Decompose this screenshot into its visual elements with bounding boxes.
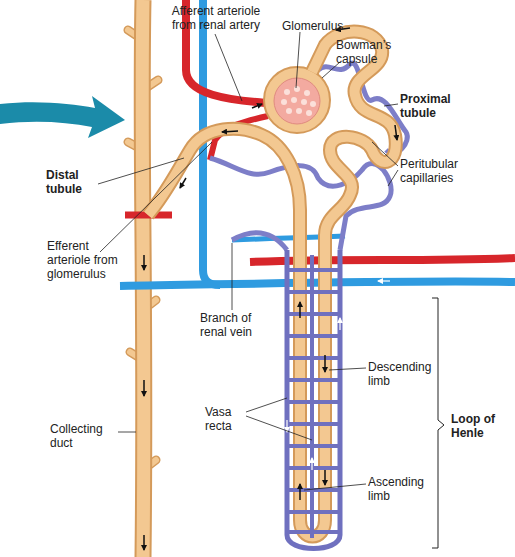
part-label: Descending limb (368, 360, 440, 388)
flow-arrows (144, 28, 397, 550)
part-label: Efferent arteriole from glomerulus (47, 239, 131, 281)
part-label: Glomerulus (282, 19, 362, 33)
glomerulus (274, 78, 320, 124)
bracket (432, 298, 444, 548)
vasa-recta-rungs (287, 255, 340, 538)
blood-vessels (120, 0, 515, 286)
part-label: Distal tubule (46, 168, 102, 196)
part-label: Proximal tubule (400, 92, 462, 120)
leader-lines (98, 32, 398, 490)
part-label: Collecting duct (50, 422, 120, 450)
part-label: Ascending limb (368, 475, 440, 503)
glomerulus-dots (281, 86, 316, 116)
collecting-duct (128, 0, 158, 557)
part-label: Peritubular capillaries (400, 157, 478, 185)
part-label: Bowman’s capsule (336, 38, 398, 66)
part-label: Afferent arteriole from renal artery (160, 4, 272, 32)
part-label: Branch of renal vein (200, 311, 272, 339)
nephron-tubule (148, 32, 396, 537)
part-label: Loop of Henle (451, 412, 509, 440)
pointer-arrow (0, 96, 125, 138)
part-label: Vasa recta (205, 405, 247, 433)
